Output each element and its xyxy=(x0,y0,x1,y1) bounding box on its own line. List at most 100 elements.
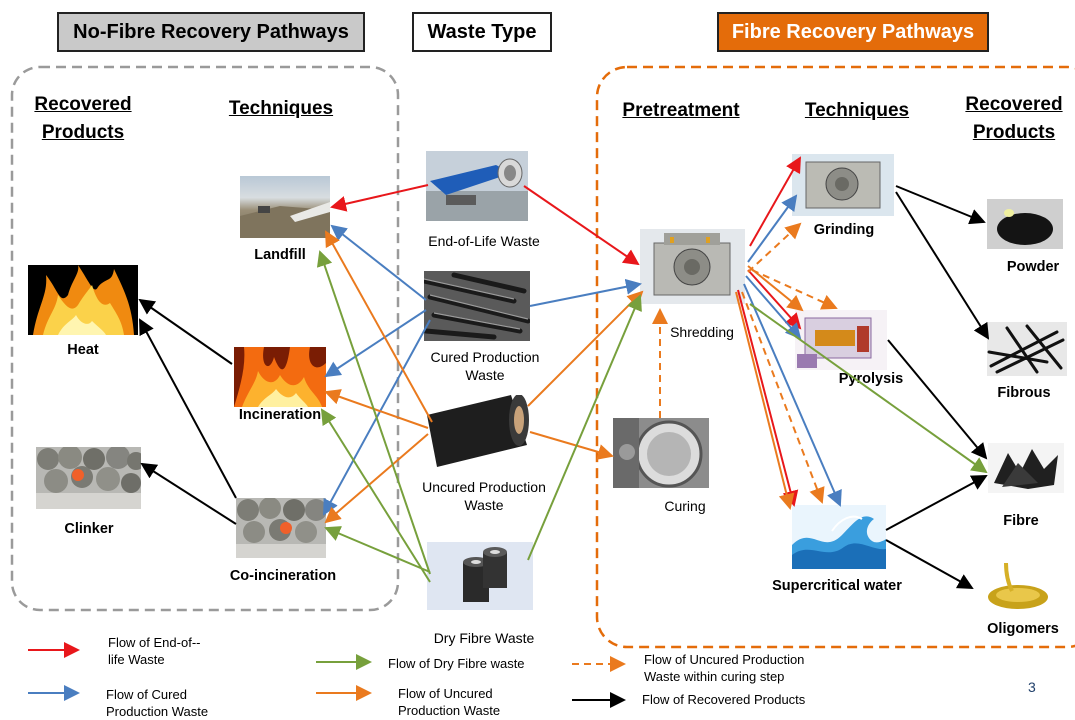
legend-cured: Flow of Cured Production Waste xyxy=(106,686,208,720)
cured-production-waste-label: Cured Production Waste xyxy=(412,348,558,384)
right-techniques-heading: Techniques xyxy=(804,100,910,121)
arrow-shredding-to-scw-orange xyxy=(735,291,795,510)
arrow-shredding-to-fibre-green xyxy=(749,303,988,474)
uncured-waste-label-line1: Uncured Production xyxy=(422,479,546,495)
arrow-dry-to-coincineration xyxy=(324,526,431,573)
supercritical-water-image xyxy=(792,505,886,569)
arrow-scw-to-fibre xyxy=(885,475,988,531)
legend-recovered: Flow of Recovered Products xyxy=(642,692,806,707)
header-no-fibre: No-Fibre Recovery Pathways xyxy=(57,12,365,52)
arrow-cured-to-landfill xyxy=(330,224,427,301)
right-products-heading: Recovered Products xyxy=(956,91,1072,147)
co-incineration-image xyxy=(236,498,326,558)
arrow-uncured-to-shredding xyxy=(527,290,644,407)
arrow-dry-to-incineration xyxy=(320,408,431,583)
grinding-image xyxy=(792,154,894,216)
powder-image xyxy=(987,199,1063,249)
heat-label: Heat xyxy=(67,342,99,358)
arrow-shredding-to-pyrolysis-dashed xyxy=(751,269,838,310)
landfill-label: Landfill xyxy=(254,247,306,263)
fibre-label: Fibre xyxy=(1003,513,1039,529)
left-products-heading-line2: Products xyxy=(41,122,125,143)
right-products-heading-line2: Products xyxy=(972,122,1056,143)
arrow-shredding-to-scw-red xyxy=(737,289,799,507)
arrow-cured-to-shredding xyxy=(529,278,642,307)
curing-label: Curing xyxy=(664,498,706,514)
fibrous-image xyxy=(987,322,1067,376)
legend-uncured-line1: Flow of Uncured xyxy=(398,686,493,701)
arrow-grinding-to-fibrous xyxy=(895,191,990,340)
uncured-production-waste-label: Uncured Production Waste xyxy=(408,478,560,514)
pyrolysis-label: Pyrolysis xyxy=(838,371,904,387)
arrow-pyrolysis-to-fibre xyxy=(887,339,988,460)
no-fibre-group-box xyxy=(10,65,400,612)
arrow-eol-to-landfill xyxy=(330,184,429,212)
left-techniques-heading: Techniques xyxy=(228,98,334,119)
oligomers-image xyxy=(986,563,1050,613)
arrow-uncured-to-coincineration xyxy=(324,433,429,524)
pyrolysis-image xyxy=(795,310,887,370)
incineration-image xyxy=(234,347,326,407)
legend-uncured-curing-line1: Flow of Uncured Production xyxy=(644,652,805,667)
co-incineration-label: Co-incineration xyxy=(229,568,337,584)
left-products-heading: Recovered Products xyxy=(26,91,140,147)
cured-production-waste-image xyxy=(424,271,530,341)
end-of-life-waste-image xyxy=(426,151,528,221)
arrow-shredding-to-pyrolysis-red xyxy=(747,269,802,330)
cured-waste-label-line1: Cured Production xyxy=(430,349,540,365)
arrow-uncured-to-curing xyxy=(529,431,614,460)
legend-eol: Flow of End-of-- life Waste xyxy=(108,634,200,668)
powder-label: Powder xyxy=(1006,259,1060,275)
arrow-shredding-to-pyrolysis-blue xyxy=(745,275,802,340)
heat-image xyxy=(28,265,138,335)
curing-image xyxy=(613,418,709,488)
uncured-waste-label-line2: Waste xyxy=(464,497,504,513)
arrow-shredding-to-scw-blue xyxy=(743,283,842,507)
arrow-dry-to-shredding xyxy=(527,294,642,561)
shredding-label: Shredding xyxy=(670,324,734,340)
shredding-image xyxy=(640,229,745,304)
left-products-heading-line1: Recovered xyxy=(34,94,132,115)
supercritical-water-label: Supercritical water xyxy=(772,578,902,594)
arrow-shredding-to-scw-dashed xyxy=(741,291,825,504)
legend-dry: Flow of Dry Fibre waste xyxy=(388,656,525,671)
arrow-scw-to-oligomers xyxy=(885,539,974,589)
grinding-label: Grinding xyxy=(813,222,875,238)
arrow-coincineration-to-clinker xyxy=(140,462,237,525)
fibre-image xyxy=(988,443,1064,493)
legend-uncured: Flow of Uncured Production Waste xyxy=(398,685,500,719)
pretreatment-heading: Pretreatment xyxy=(622,100,740,121)
arrow-coincineration-to-heat xyxy=(139,318,237,499)
legend-uncured-curing: Flow of Uncured Production Waste within … xyxy=(644,651,804,685)
legend-cured-line2: Production Waste xyxy=(106,704,209,719)
arrow-incineration-to-heat xyxy=(138,298,233,365)
dry-fibre-waste-image xyxy=(427,542,533,610)
legend-eol-line2: life Waste xyxy=(108,652,165,667)
dry-fibre-waste-label: Dry Fibre Waste xyxy=(433,630,535,646)
arrow-cured-to-incineration xyxy=(324,309,427,378)
arrow-shredding-to-grinding-red xyxy=(749,156,801,247)
oligomers-label: Oligomers xyxy=(987,621,1059,637)
arrow-uncured-to-incineration xyxy=(324,389,429,429)
end-of-life-waste-label: End-of-Life Waste xyxy=(428,233,540,249)
arrow-dry-to-landfill xyxy=(316,250,431,575)
clinker-label: Clinker xyxy=(64,521,114,537)
header-waste-type: Waste Type xyxy=(412,12,552,52)
landfill-image xyxy=(240,176,330,238)
header-fibre: Fibre Recovery Pathways xyxy=(717,12,989,52)
legend-cured-line1: Flow of Cured xyxy=(106,687,187,702)
uncured-production-waste-image xyxy=(427,395,531,467)
arrow-shredding-to-grinding-blue xyxy=(747,194,798,263)
incineration-label: Incineration xyxy=(238,407,322,423)
legend-eol-line1: Flow of End-of-- xyxy=(108,635,201,650)
page-number: 3 xyxy=(1028,679,1036,695)
legend-uncured-curing-line2: Waste within curing step xyxy=(644,669,785,684)
fibrous-label: Fibrous xyxy=(997,385,1051,401)
legend-uncured-line2: Production Waste xyxy=(398,703,501,718)
arrow-uncured-to-landfill xyxy=(325,230,433,423)
arrow-grinding-to-powder xyxy=(895,185,986,225)
arrow-eol-to-shredding xyxy=(523,185,640,266)
cured-waste-label-line2: Waste xyxy=(465,367,505,383)
